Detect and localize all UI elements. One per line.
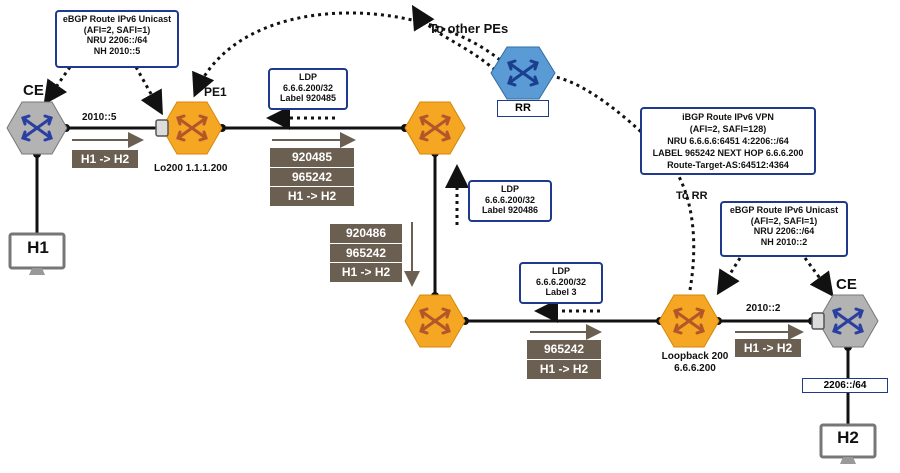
ce-left-label: CE [23, 82, 44, 99]
router-ce-left[interactable] [6, 101, 68, 155]
ce-pe1-address: 2010::5 [82, 112, 117, 123]
callout-ldp-bottom: LDP 6.6.6.200/32 Label 3 [519, 262, 603, 304]
callout-ldp-top: LDP 6.6.6.200/32 Label 920485 [268, 68, 348, 110]
ebgp-left-arrow-pe1 [134, 66, 163, 116]
router-pe1[interactable] [155, 101, 223, 155]
stack-p2-pe2-payload: H1 -> H2 [527, 360, 601, 379]
router-p2[interactable] [404, 294, 466, 348]
callout-ldp-mid: LDP 6.6.6.200/32 Label 920486 [468, 180, 552, 222]
callout-line: Route-Target-AS:64512:4364 [667, 160, 789, 170]
callout-line: Label 3 [545, 287, 577, 297]
ce-right-label: CE [836, 276, 857, 293]
callout-line: eBGP Route IPv6 Unicast [62, 14, 172, 24]
callout-ebgp-right: eBGP Route IPv6 Unicast (AFI=2, SAFI=1) … [720, 201, 848, 257]
stack-p1-p2-label2: 965242 [330, 244, 402, 262]
stack-p2-pe2-label: 965242 [527, 340, 601, 359]
h2-label: H2 [837, 428, 859, 447]
stack-p1-p2-label1: 920486 [330, 224, 402, 243]
host-h1-monitor[interactable] [8, 232, 66, 275]
callout-line: NH 2010::5 [93, 45, 141, 56]
host-h2-monitor[interactable] [819, 423, 877, 464]
callout-line: LDP [299, 72, 317, 82]
pe1-label: PE1 [204, 85, 227, 99]
stack-pe1-p1-label1: 920485 [270, 148, 354, 167]
callout-line: LDP [552, 266, 570, 276]
callout-ebgp-left: eBGP Route IPv6 Unicast (AFI=2, SAFI=1) … [55, 10, 179, 68]
stack-pe1-p1-label2: 965242 [270, 168, 354, 186]
callout-line: NH 2010::2 [760, 236, 808, 247]
router-ce-right[interactable] [811, 294, 879, 348]
router-p1[interactable] [404, 101, 466, 155]
rr-to-other-pes-arrow [411, 4, 496, 72]
links [35, 126, 850, 432]
pe2-loopback-line2: 6.6.6.200 [674, 363, 716, 374]
router-pe2[interactable] [658, 294, 720, 348]
callout-line: 6.6.6.200/32 [535, 276, 587, 287]
ebgp-right-arrow-ce [803, 257, 834, 297]
callout-line: (AFI=2, SAFI=128) [689, 124, 767, 134]
ebgp-left-arrow [43, 66, 72, 105]
stack-ce-pe1-h1h2: H1 -> H2 [72, 150, 138, 168]
callout-line: eBGP Route IPv6 Unicast [729, 205, 839, 215]
callout-line: (AFI=2, SAFI=1) [750, 215, 818, 226]
callout-line: NRU 6.6.6.6:6451 4:2206::/64 [667, 136, 789, 146]
callout-line: iBGP Route IPv6 VPN [682, 112, 774, 122]
callout-line: LABEL 965242 NEXT HOP 6.6.6.200 [652, 148, 804, 158]
callout-line: (AFI=2, SAFI=1) [83, 24, 151, 35]
to-rr-label: To RR [676, 190, 708, 202]
stack-p1-p2-payload: H1 -> H2 [330, 263, 402, 282]
h2-prefix-label: 2206::/64 [802, 378, 888, 393]
callout-line: LDP [501, 184, 519, 194]
callout-line: 6.6.6.200/32 [282, 82, 334, 93]
callout-ibgp: iBGP Route IPv6 VPN (AFI=2, SAFI=128) NR… [640, 107, 816, 175]
stack-pe1-p1-payload: H1 -> H2 [270, 187, 354, 206]
callout-line: NRU 2206::/64 [753, 226, 815, 236]
callout-line: NRU 2206::/64 [86, 35, 148, 45]
pe2-loopback-line1: Loopback 200 [661, 351, 729, 362]
stack-pe2-ce-h1h2: H1 -> H2 [735, 339, 801, 357]
rr-label: RR [497, 100, 549, 117]
callout-line: Label 920486 [481, 205, 539, 215]
rr-to-pe1-arrow [192, 11, 501, 98]
to-other-pes-label: To other PEs [429, 21, 509, 36]
callout-line: Label 920485 [279, 93, 337, 103]
h1-label: H1 [27, 238, 49, 257]
pe2-ce-address: 2010::2 [746, 303, 781, 314]
pe1-loopback-label: Lo200 1.1.1.200 [154, 163, 228, 174]
router-rr[interactable] [490, 46, 556, 100]
ebgp-right-arrow-pe2 [716, 257, 742, 296]
callout-line: 6.6.6.200/32 [484, 194, 536, 205]
